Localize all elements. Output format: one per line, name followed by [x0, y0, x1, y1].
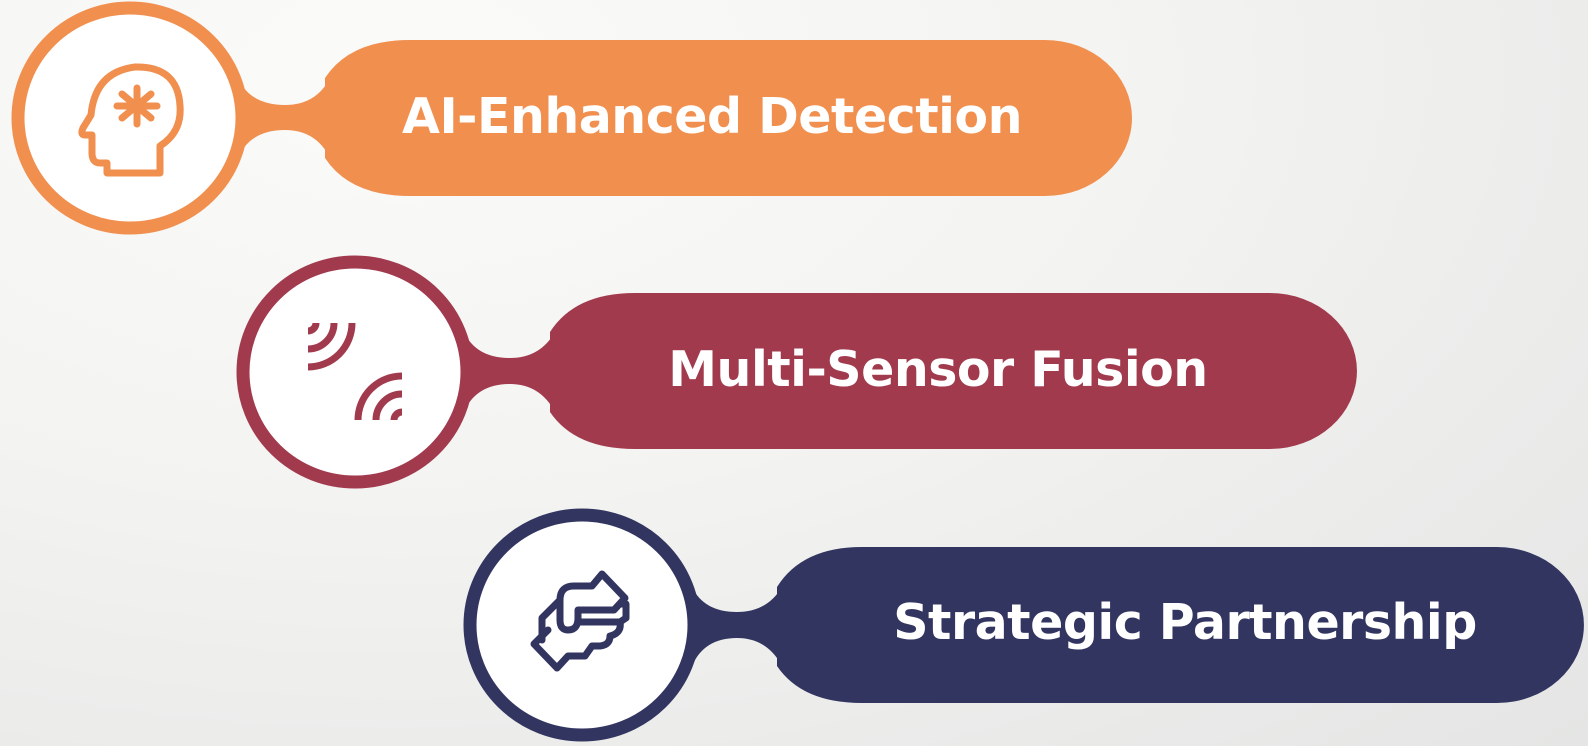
icon-circle-1 [11, 1, 249, 235]
item-strategic-partnership: Strategic Partnership [463, 508, 1584, 742]
item-label-3: Strategic Partnership [893, 594, 1477, 651]
pill-1 [325, 40, 1132, 196]
sensor-signal-icon [307, 322, 403, 421]
item-multi-sensor-fusion: Multi-Sensor Fusion [236, 255, 1357, 489]
pill-2 [550, 293, 1357, 449]
connector-2 [464, 332, 555, 412]
item-label-1: AI-Enhanced Detection [402, 88, 1022, 145]
handshake-icon [530, 570, 630, 672]
connector-3 [692, 587, 782, 666]
item-label-2: Multi-Sensor Fusion [668, 341, 1207, 398]
item-ai-enhanced-detection: AI-Enhanced Detection [11, 1, 1132, 235]
connector-1 [238, 78, 330, 158]
pill-3 [777, 547, 1584, 703]
brain-head-icon [78, 63, 184, 177]
icon-circle-2 [236, 255, 474, 489]
